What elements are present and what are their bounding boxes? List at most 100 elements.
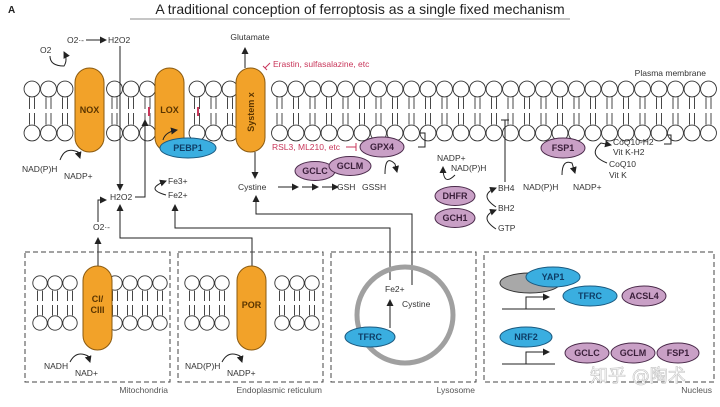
er-label: Endoplasmic reticulum [236, 385, 322, 395]
mito-nadh-label: NADH [44, 361, 68, 371]
dhfr-label: DHFR [443, 191, 468, 201]
er-nadph-label: NAD(P)H [185, 361, 220, 371]
acsl4-protein: ACSL4 [621, 285, 667, 307]
lipid-head [188, 80, 206, 98]
nucleus-tfrc-protein: TFRC [562, 285, 618, 307]
mito-cofactor-arrow [69, 353, 92, 363]
lipid-head [320, 80, 338, 98]
er-nadp-label: NADP+ [227, 368, 256, 378]
mito-nad-label: NAD+ [75, 368, 98, 378]
lipid-head [106, 80, 123, 98]
fe2-label: Fe2+ [168, 190, 188, 200]
gclm-protein: GCLM [328, 156, 372, 176]
lipid-head [32, 315, 48, 331]
lipid-head [304, 124, 321, 142]
gclm-label: GCLM [337, 161, 364, 171]
nrf2-label: NRF2 [514, 332, 538, 342]
lipid-head [56, 80, 74, 98]
pebp1-protein: PEBP1 [159, 137, 217, 159]
fe3-label: Fe3+ [168, 176, 188, 186]
ci-ciii-complex: CI/ CIII [82, 265, 113, 351]
nrf2-protein: NRF2 [499, 326, 553, 348]
dhfr-protein: DHFR [434, 186, 476, 206]
lipid-head [518, 124, 536, 142]
lipid-head [199, 275, 215, 291]
er-compartment [177, 251, 324, 383]
lipid-head [667, 80, 684, 98]
lipid-head [601, 80, 618, 98]
lipid-head [47, 275, 63, 291]
lipid-head [62, 275, 78, 291]
lipid-head [199, 315, 215, 331]
cystine-label: Cystine [238, 182, 267, 192]
lipid-head [650, 124, 668, 142]
dhfr-nadph-label: NAD(P)H [451, 163, 486, 173]
lipid-head [139, 124, 156, 142]
lipid-head [568, 80, 585, 98]
lipid-head [469, 124, 486, 142]
lipid-head [274, 315, 290, 331]
lipid-head [337, 124, 354, 142]
lipid-head [139, 80, 156, 98]
lipid-head [304, 80, 321, 98]
fsp1-inhibits-lipid-mark [664, 134, 672, 145]
fsp1-cofactor-arrow [561, 161, 577, 176]
lipid-head [32, 275, 48, 291]
lipid-head [667, 124, 684, 142]
por-enzyme: POR [236, 265, 267, 351]
ci-label: CI/ [92, 294, 104, 304]
lipid-head [304, 315, 320, 331]
acsl4-label: ACSL4 [629, 291, 659, 301]
gch1-gtp-to-bh2-arrow [486, 208, 497, 230]
lipid-head [205, 80, 222, 98]
dhfr-cofactor-arrow [439, 166, 456, 180]
lipid-head [634, 80, 651, 98]
fsp1-label: FSP1 [552, 143, 575, 153]
lysosome-tfrc-label: TFRC [358, 332, 382, 342]
lipid-head [304, 275, 320, 291]
lysosome-cystine-arrow [252, 195, 413, 285]
lipid-head [634, 124, 651, 142]
lipid-head [184, 275, 200, 291]
nrf2-promoter-arrow [525, 348, 550, 364]
lipid-head [320, 124, 338, 142]
o2-label: O2 [40, 45, 52, 55]
lipid-head [419, 80, 437, 98]
mitochondria-label: Mitochondria [119, 385, 168, 395]
lipid-head [683, 124, 701, 142]
lipid-head [535, 124, 552, 142]
erastin-inhibition-mark [262, 62, 271, 71]
dhfr-bh2-to-bh4-arrow [486, 186, 497, 208]
pebp1-label: PEBP1 [173, 143, 203, 153]
o2-to-superoxide-arrow [49, 51, 70, 67]
nucleus-fsp1-protein: FSP1 [656, 342, 700, 364]
lipid-head [502, 124, 519, 142]
lipid-head [289, 275, 305, 291]
lipid-head [452, 80, 470, 98]
lipid-head [353, 80, 371, 98]
lysosome-label: Lysosome [437, 385, 476, 395]
lipid-head [122, 275, 138, 291]
nucleus-label: Nucleus [681, 385, 712, 395]
er-membrane [184, 275, 320, 331]
glutamate-label: Glutamate [230, 32, 269, 42]
rsl3-inhibitor-label: RSL3, ML210, etc [272, 142, 341, 152]
yap1-protein: YAP1 [525, 266, 581, 288]
lipid-head [353, 124, 371, 142]
lipid-head [122, 315, 138, 331]
fsp1-protein: FSP1 [540, 137, 586, 159]
yap-promoter-arrow [525, 293, 550, 309]
h2o2-to-lipid-arrow [135, 119, 149, 198]
lox-label: LOX [160, 105, 179, 115]
gpx4-inhibits-lipid-mark [418, 132, 426, 148]
lipid-head [617, 124, 635, 142]
panel-label: A [8, 5, 15, 16]
lipid-head [518, 80, 536, 98]
fe-redox-arrow [154, 179, 167, 196]
lipid-head [152, 275, 168, 291]
gch1-protein: GCH1 [434, 208, 476, 228]
lipid-head [137, 315, 153, 331]
superoxide-label: O2·- [67, 35, 84, 45]
plasma-membrane [23, 80, 717, 142]
